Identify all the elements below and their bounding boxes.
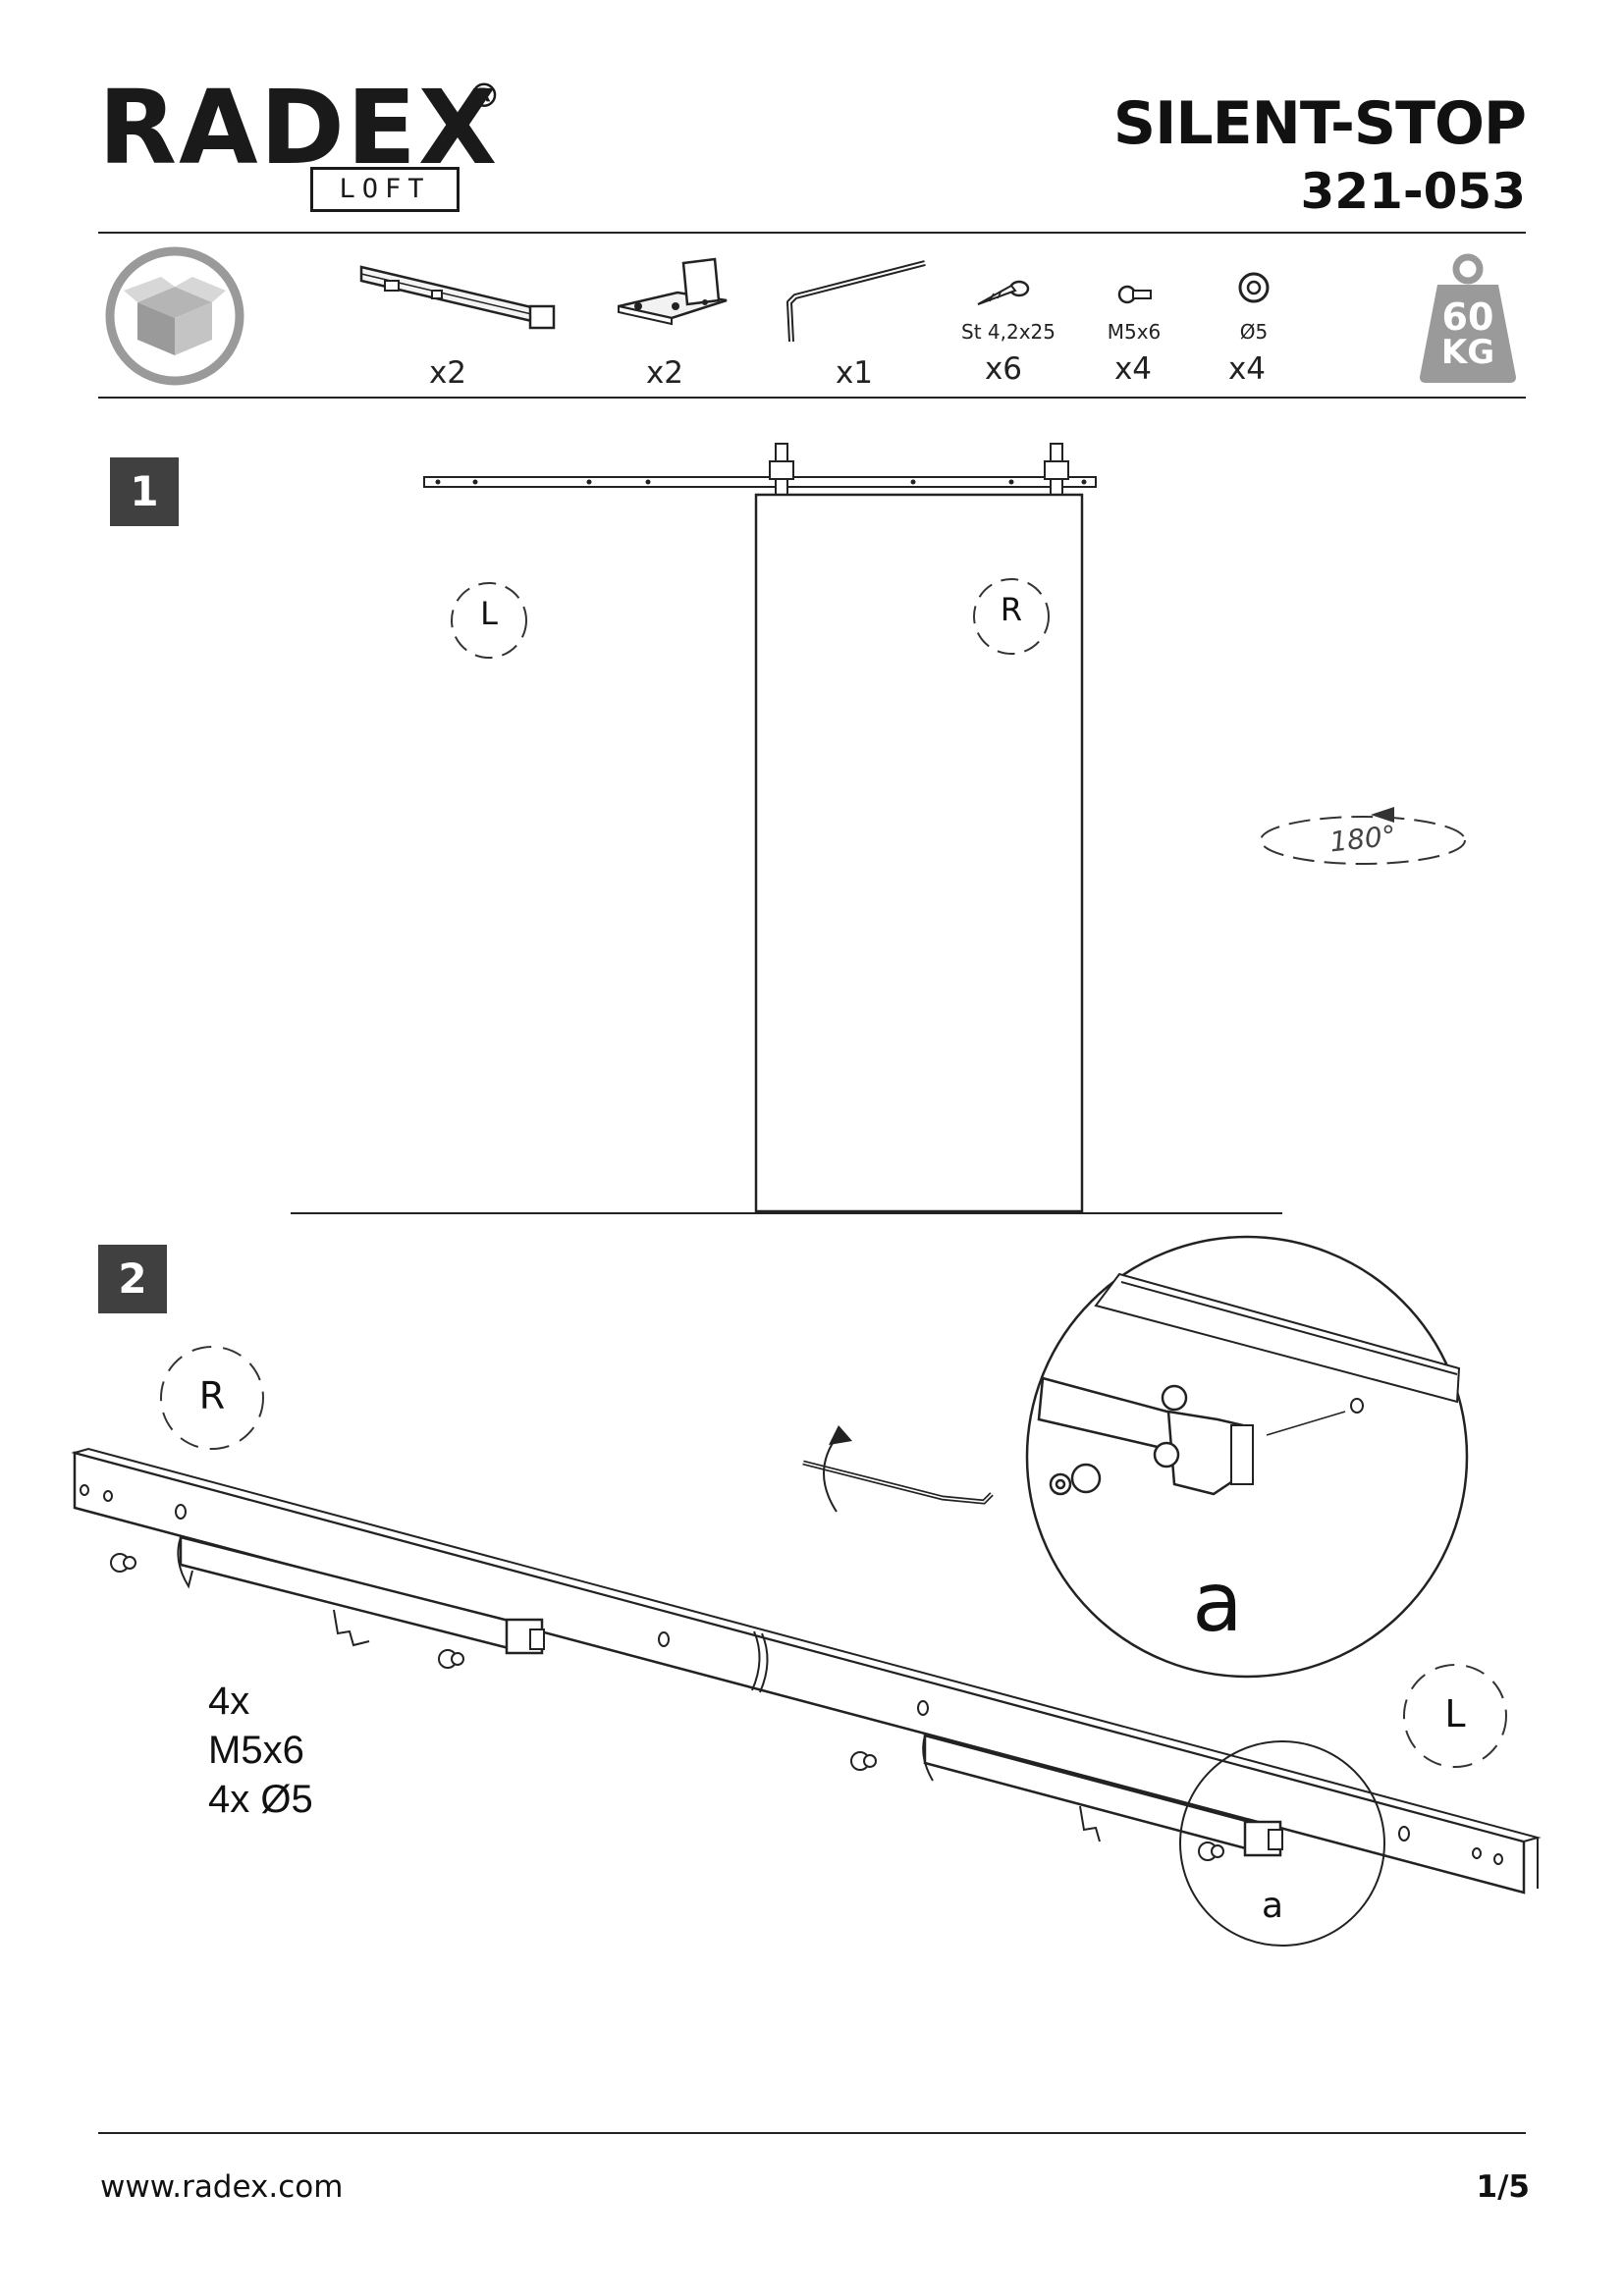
part-label: M5x6 — [1107, 320, 1162, 344]
hardware-line: M5x6 — [208, 1729, 304, 1772]
registered-mark: ® — [467, 77, 501, 116]
page-number: 1/5 — [1476, 2169, 1530, 2205]
hex-key-icon — [782, 257, 929, 347]
hardware-line: 4x — [208, 1680, 250, 1723]
footer-divider — [98, 2132, 1526, 2134]
part-label: Ø5 — [1239, 320, 1269, 344]
header-divider — [98, 232, 1526, 234]
brand-logo: RADEX — [98, 68, 500, 187]
bolt-icon — [1115, 281, 1155, 306]
part-qty: x1 — [835, 355, 874, 391]
step-1-illustration — [291, 443, 1466, 1214]
part-qty: x2 — [428, 355, 467, 391]
weight-unit: KG — [1440, 333, 1495, 372]
website-link[interactable]: www.radex.com — [100, 2169, 344, 2205]
part-qty: x2 — [645, 355, 684, 391]
sub-brand-badge: LOFT — [310, 167, 460, 212]
detail-label-large: a — [1192, 1554, 1243, 1650]
weight-value: 60 — [1441, 295, 1494, 339]
part-qty: x6 — [984, 351, 1023, 387]
left-side-marker: L — [1444, 1692, 1466, 1735]
bracket-icon — [617, 257, 731, 336]
part-qty: x4 — [1227, 351, 1267, 387]
box-icon — [104, 245, 245, 387]
washer-icon — [1237, 271, 1271, 304]
screw-icon — [972, 279, 1031, 308]
part-qty: x4 — [1113, 351, 1153, 387]
part-label: St 4,2x25 — [961, 320, 1056, 344]
step-2-badge: 2 — [98, 1245, 167, 1313]
product-name: SILENT-STOP — [1112, 89, 1527, 158]
hardware-line: 4x Ø5 — [208, 1778, 313, 1821]
product-code: 321-053 — [1300, 163, 1527, 220]
damper-icon — [357, 257, 560, 336]
right-side-marker: R — [1000, 591, 1023, 628]
detail-label-small: a — [1261, 1886, 1284, 1926]
step-1-badge: 1 — [110, 457, 179, 526]
step-2-illustration — [71, 1235, 1542, 1947]
parts-divider — [98, 397, 1526, 399]
hardware-callout: 4x M5x6 4x Ø5 — [208, 1677, 313, 1824]
right-side-marker: R — [198, 1374, 226, 1417]
weight-icon: 60 KG — [1418, 251, 1518, 385]
left-side-marker: L — [480, 595, 498, 632]
